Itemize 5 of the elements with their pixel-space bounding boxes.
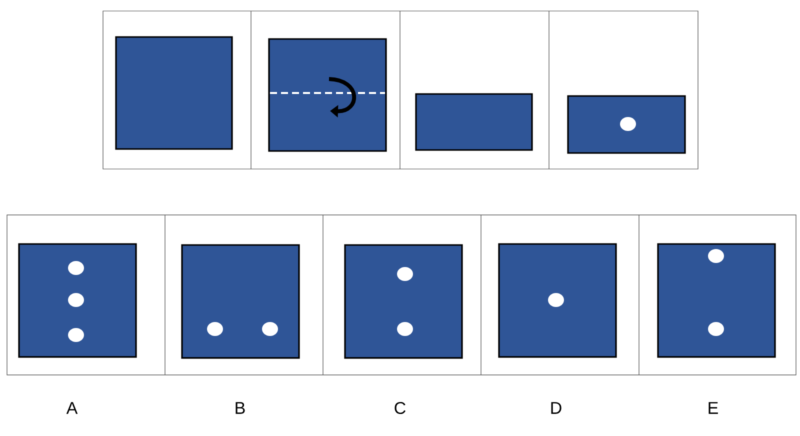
option-letter: E [708, 402, 718, 414]
option-letter: A [66, 402, 78, 414]
option-letter: D [551, 402, 562, 414]
option-letter: B [236, 402, 245, 414]
option-letter: C [394, 402, 406, 414]
